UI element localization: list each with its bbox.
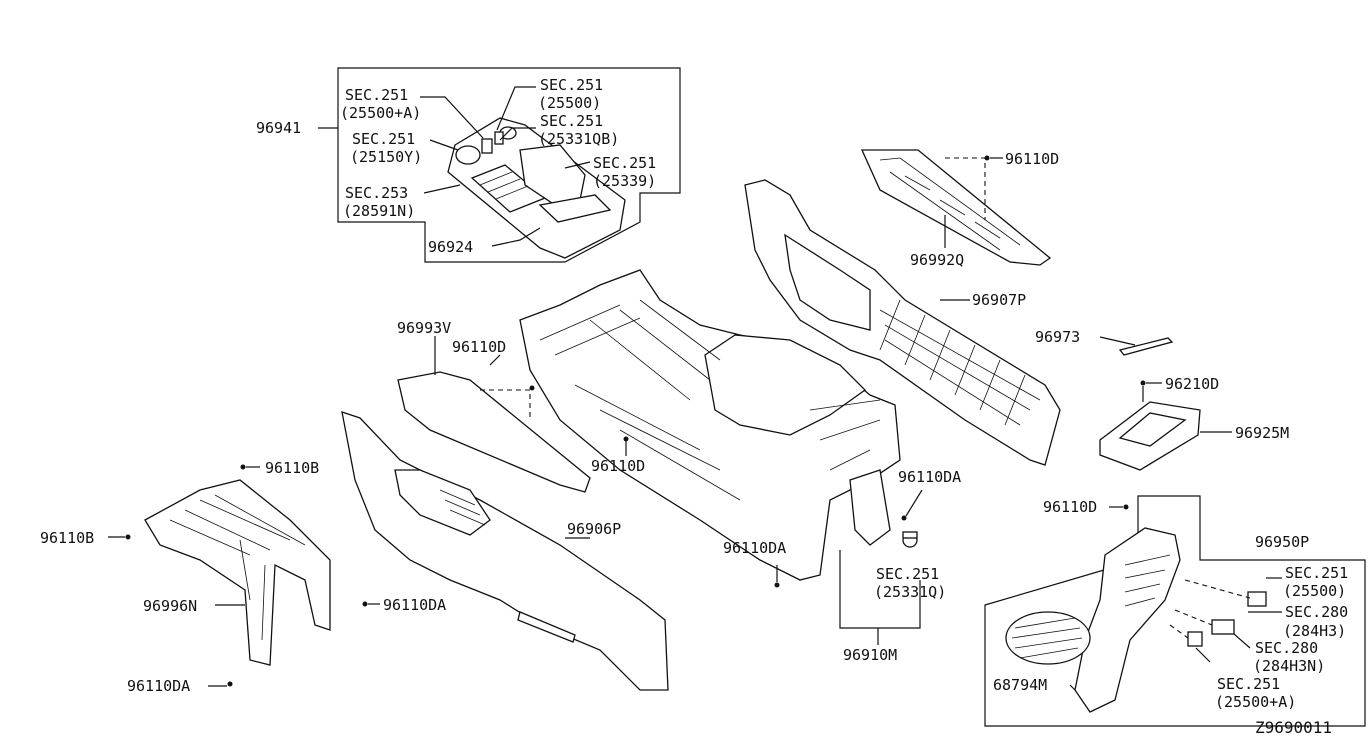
label-96110d-center: 96110D — [591, 457, 645, 475]
label-96925m: 96925M — [1235, 424, 1289, 442]
label-96110da-left: 96110DA — [723, 539, 786, 557]
label-sec280-a-sub: (284H3) — [1283, 622, 1346, 640]
label-sec251-f: SEC.251 — [1285, 564, 1348, 582]
label-sec251-f-sub: (25500) — [1283, 582, 1346, 600]
label-96110d-right: 96110D — [1043, 498, 1097, 516]
label-sec251-d-sub: (25150Y) — [350, 148, 422, 166]
inset-96941 — [318, 67, 681, 263]
label-sec251-b-sub: (25500) — [538, 94, 601, 112]
inset-96950P — [984, 495, 1366, 727]
label-96910m: 96910M — [843, 646, 897, 664]
label-96950p: 96950P — [1255, 533, 1309, 551]
label-sec251-q: SEC.251 — [876, 565, 939, 583]
label-96110b-left: 96110B — [40, 529, 94, 547]
label-96210d: 96210D — [1165, 375, 1219, 393]
label-sec251-e-sub: (25339) — [593, 172, 656, 190]
label-sec251-g-sub: (25500+A) — [1215, 693, 1296, 711]
strip-96973 — [1099, 336, 1174, 356]
label-sec251-a-sub: (25500+A) — [340, 104, 421, 122]
label-sec251-e: SEC.251 — [593, 154, 656, 172]
label-96110d-top: 96110D — [1005, 150, 1059, 168]
label-sec280-b: SEC.280 — [1255, 639, 1318, 657]
label-96907p: 96907P — [972, 291, 1026, 309]
diagram-code: Z9690011 — [1255, 718, 1332, 736]
label-96110d-mid: 96110D — [452, 338, 506, 356]
label-sec280-a: SEC.280 — [1285, 603, 1348, 621]
tray-96925M — [1099, 380, 1232, 471]
label-sec251-q-sub: (25331Q) — [874, 583, 946, 601]
label-sec251-c-sub: (25331QB) — [538, 130, 619, 148]
label-sec253: SEC.253 — [345, 184, 408, 202]
label-96996n: 96996N — [143, 597, 197, 615]
label-sec253-sub: (28591N) — [343, 202, 415, 220]
side-panel-96907P — [744, 179, 1061, 466]
label-sec251-b: SEC.251 — [540, 76, 603, 94]
label-96973: 96973 — [1035, 328, 1080, 346]
label-sec280-b-sub: (284H3N) — [1253, 657, 1325, 675]
clips-mid — [774, 489, 923, 588]
trim-96993V — [397, 336, 591, 493]
label-68794m: 68794M — [993, 676, 1047, 694]
label-96906p: 96906P — [567, 520, 621, 538]
label-96941: 96941 — [256, 119, 301, 137]
label-96110da-right: 96110DA — [898, 468, 961, 486]
bracket-96910M — [839, 469, 921, 645]
label-sec251-g: SEC.251 — [1217, 675, 1280, 693]
label-sec251-a: SEC.251 — [345, 86, 408, 104]
label-96993v: 96993V — [397, 319, 451, 337]
label-96110da-mid: 96110DA — [383, 596, 446, 614]
side-panel-96906P — [341, 411, 669, 691]
labels: 96941 SEC.251 (25500+A) SEC.251 (25500) … — [40, 76, 1348, 736]
label-96110b-top: 96110B — [265, 459, 319, 477]
label-sec251-c: SEC.251 — [540, 112, 603, 130]
shift-panel-part — [447, 117, 626, 259]
label-96110da-bot: 96110DA — [127, 677, 190, 695]
label-sec251-d: SEC.251 — [352, 130, 415, 148]
center-console-main — [519, 269, 901, 581]
label-96924: 96924 — [428, 238, 473, 256]
trim-strip-96992Q — [860, 149, 1052, 266]
frame-96996N — [108, 464, 380, 687]
label-96992q: 96992Q — [910, 251, 964, 269]
